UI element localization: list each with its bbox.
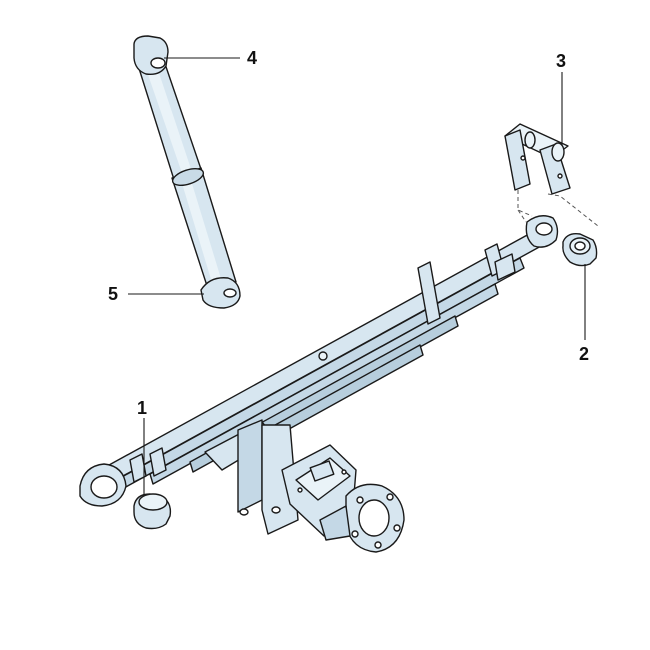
shackle-bracket [504, 123, 599, 227]
shock-absorber [133, 35, 241, 309]
callout-5: 5 [108, 284, 204, 304]
callout-label-4: 4 [247, 48, 257, 68]
callout-1: 1 [137, 398, 147, 494]
callout-label-1: 1 [137, 398, 147, 418]
callout-3: 3 [556, 51, 566, 146]
axle-housing [204, 419, 405, 553]
callout-label-5: 5 [108, 284, 118, 304]
callout-4: 4 [164, 48, 257, 68]
bushing-front [562, 232, 598, 267]
callout-label-2: 2 [579, 344, 589, 364]
callout-2: 2 [579, 264, 589, 364]
callout-label-3: 3 [556, 51, 566, 71]
bushing-rear [133, 493, 172, 530]
